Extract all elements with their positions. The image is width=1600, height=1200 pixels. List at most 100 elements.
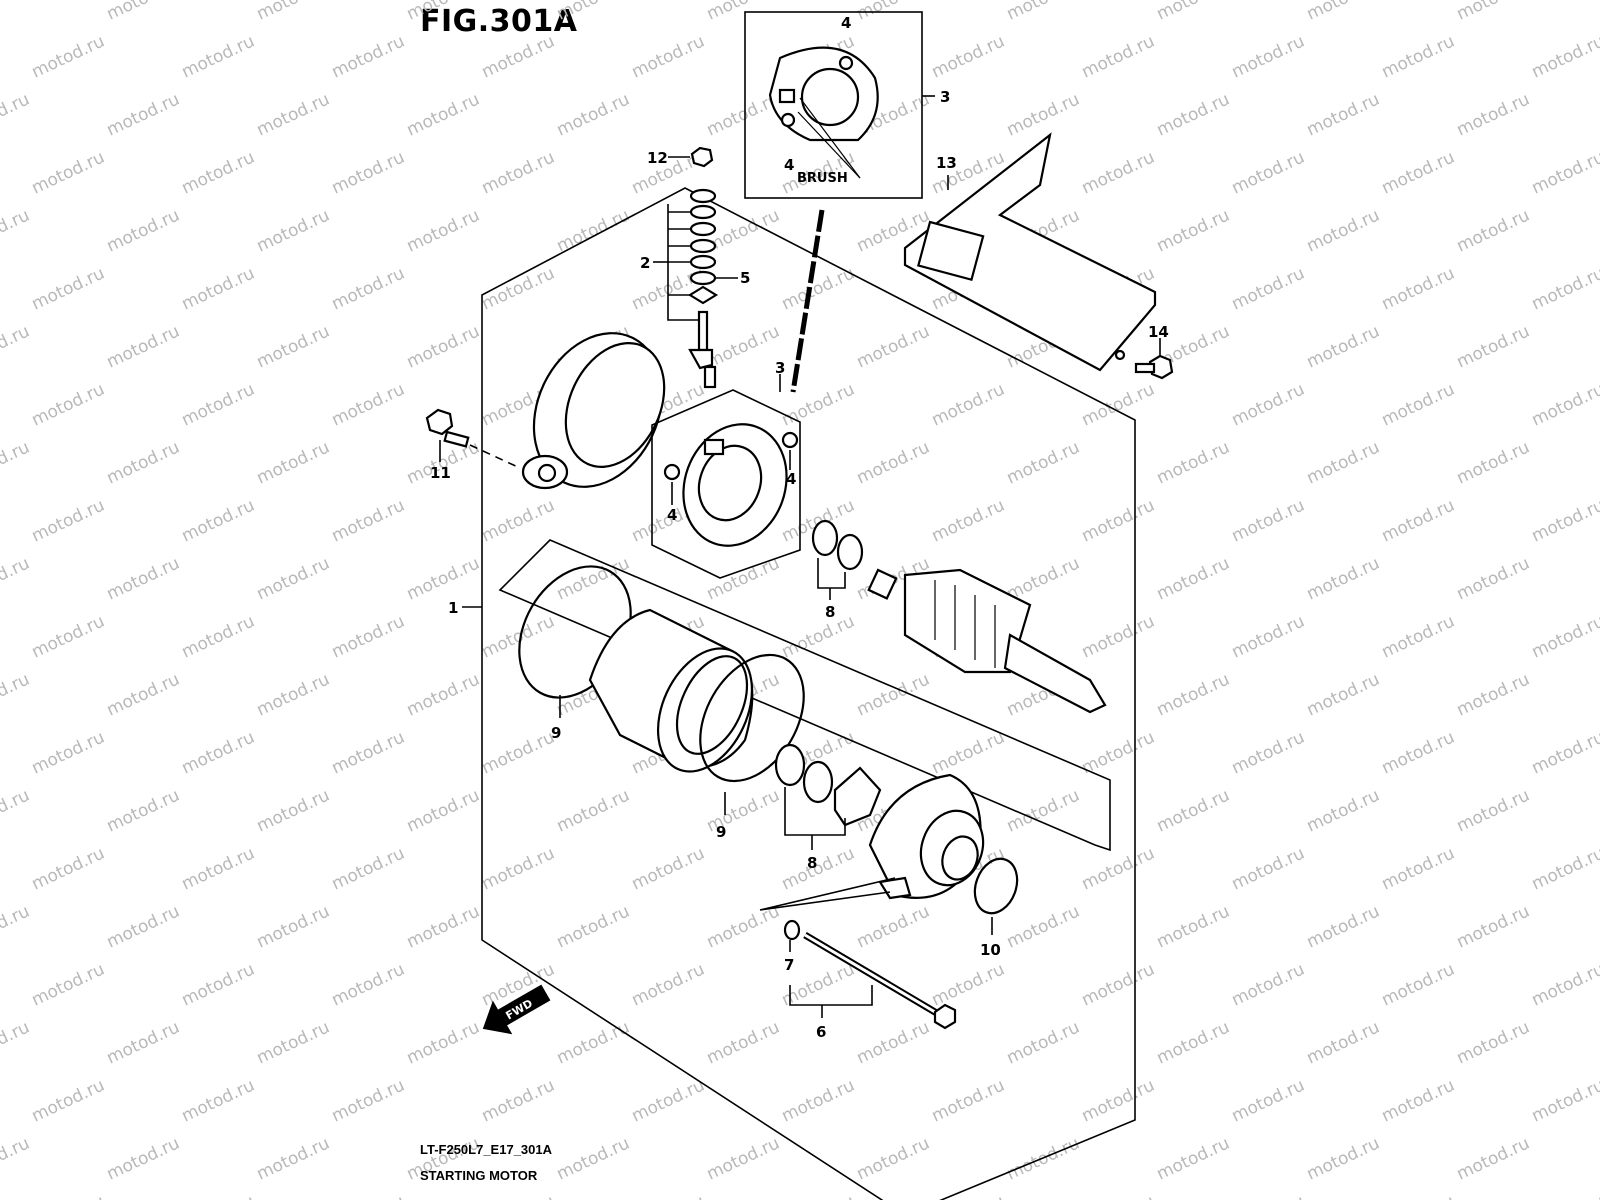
watermark-text: motod.ru bbox=[554, 785, 633, 836]
watermark-text: motod.ru bbox=[1229, 1075, 1308, 1126]
watermark-text: motod.ru bbox=[1004, 901, 1083, 952]
watermark-text: motod.ru bbox=[1004, 1133, 1083, 1184]
watermark-text: motod.ru bbox=[1079, 495, 1158, 546]
watermark-text: motod.ru bbox=[179, 1075, 258, 1126]
watermark-text: motod.ru bbox=[254, 89, 333, 140]
watermark-text: motod.ru bbox=[404, 321, 483, 372]
callout-2: 2 bbox=[640, 254, 650, 272]
end-cover bbox=[521, 332, 666, 490]
watermark-text: motod.ru bbox=[1529, 495, 1600, 546]
watermark-text: motod.ru bbox=[929, 31, 1008, 82]
motor-housing-bracket bbox=[498, 539, 1111, 852]
watermark-text: motod.ru bbox=[254, 437, 333, 488]
watermark-text: motod.ru bbox=[1004, 1017, 1083, 1068]
watermark-text: motod.ru bbox=[704, 1133, 783, 1184]
watermark-text: motod.ru bbox=[929, 959, 1008, 1010]
watermark-text: motod.ru bbox=[1454, 89, 1533, 140]
watermark-text: motod.ru bbox=[1379, 495, 1458, 546]
watermark-text: motod.ru bbox=[404, 553, 483, 604]
watermark-text: motod.ru bbox=[779, 379, 858, 430]
watermark-text: motod.ru bbox=[179, 727, 258, 778]
callout-10: 10 bbox=[980, 941, 1001, 959]
watermark-text: motod.ru bbox=[779, 1075, 858, 1126]
watermark-text: motod.ru bbox=[1454, 437, 1533, 488]
watermark-text: motod.ru bbox=[1304, 1133, 1383, 1184]
watermark-text: motod.ru bbox=[554, 0, 633, 25]
watermark-text: motod.ru bbox=[1379, 31, 1458, 82]
watermark-text: motod.ru bbox=[329, 959, 408, 1010]
watermark-text: motod.ru bbox=[1154, 901, 1233, 952]
watermark-text: motod.ru bbox=[479, 727, 558, 778]
watermark-text: motod.ru bbox=[1379, 843, 1458, 894]
watermark-text: motod.ru bbox=[0, 1133, 33, 1184]
watermark-text: motod.ru bbox=[404, 785, 483, 836]
figure-title: FIG.301A bbox=[420, 4, 578, 39]
yoke bbox=[588, 608, 754, 773]
watermark-text: motod.ru bbox=[479, 1075, 558, 1126]
watermark-text: motod.ru bbox=[1304, 1017, 1383, 1068]
watermark-text: motod.ru bbox=[1379, 727, 1458, 778]
callout-6: 6 bbox=[816, 1023, 826, 1041]
watermark-text: motod.ru bbox=[0, 205, 33, 256]
callout-4-plate-left: 4 bbox=[667, 506, 677, 524]
watermark-text: motod.ru bbox=[179, 1191, 258, 1200]
watermark-text: motod.ru bbox=[479, 843, 558, 894]
watermark-text: motod.ru bbox=[104, 205, 183, 256]
watermark-text: motod.ru bbox=[929, 727, 1008, 778]
watermark-text: motod.ru bbox=[404, 205, 483, 256]
watermark-text: motod.ru bbox=[29, 379, 108, 430]
watermark-text: motod.ru bbox=[1154, 553, 1233, 604]
watermark-text: motod.ru bbox=[479, 263, 558, 314]
watermark-text: motod.ru bbox=[404, 0, 483, 25]
watermark-text: motod.ru bbox=[254, 785, 333, 836]
armature bbox=[867, 568, 1107, 714]
watermark-text: motod.ru bbox=[254, 901, 333, 952]
watermark-text: motod.ru bbox=[779, 843, 858, 894]
watermark-text: motod.ru bbox=[1229, 611, 1308, 662]
watermark-text: motod.ru bbox=[1229, 147, 1308, 198]
watermark-text: motod.ru bbox=[1304, 669, 1383, 720]
watermark-text: motod.ru bbox=[329, 147, 408, 198]
watermark-text: motod.ru bbox=[1379, 1075, 1458, 1126]
watermark-text: motod.ru bbox=[1154, 0, 1233, 25]
watermark-text: motod.ru bbox=[329, 1075, 408, 1126]
watermark-text: motod.ru bbox=[1154, 205, 1233, 256]
watermark-text: motod.ru bbox=[1304, 553, 1383, 604]
washers-8-lower bbox=[774, 743, 882, 827]
callout-7: 7 bbox=[784, 956, 794, 974]
watermark-text: motod.ru bbox=[0, 437, 33, 488]
watermark-text: motod.ru bbox=[254, 0, 333, 25]
watermark-text: motod.ru bbox=[479, 495, 558, 546]
watermark-text: motod.ru bbox=[854, 437, 933, 488]
watermark-text: motod.ru bbox=[29, 31, 108, 82]
watermark-text: motod.ru bbox=[29, 1075, 108, 1126]
watermark-text: motod.ru bbox=[1154, 437, 1233, 488]
watermark-text: motod.ru bbox=[1304, 437, 1383, 488]
brush-plate bbox=[663, 423, 799, 547]
assembly-outline bbox=[481, 187, 1136, 1200]
watermark-text: motod.ru bbox=[29, 495, 108, 546]
callout-1: 1 bbox=[448, 599, 458, 617]
watermark-text: motod.ru bbox=[479, 147, 558, 198]
watermark-text: motod.ru bbox=[1529, 959, 1600, 1010]
watermark-text: motod.ru bbox=[0, 785, 33, 836]
watermark-text: motod.ru bbox=[704, 553, 783, 604]
callout-11: 11 bbox=[430, 464, 451, 482]
watermark-text: motod.ru bbox=[329, 727, 408, 778]
watermark-text: motod.ru bbox=[329, 611, 408, 662]
watermark-text: motod.ru bbox=[554, 1133, 633, 1184]
watermark-text: motod.ru bbox=[1529, 1191, 1600, 1200]
watermark-text: motod.ru bbox=[1304, 901, 1383, 952]
watermark-text: motod.ru bbox=[104, 901, 183, 952]
watermark-text: motod.ru bbox=[254, 205, 333, 256]
watermark-text: motod.ru bbox=[1454, 1133, 1533, 1184]
watermark-text: motod.ru bbox=[104, 785, 183, 836]
watermark-text: motod.ru bbox=[629, 1191, 708, 1200]
watermark-text: motod.ru bbox=[1154, 1017, 1233, 1068]
watermark-text: motod.ru bbox=[629, 1075, 708, 1126]
watermark-text: motod.ru bbox=[404, 1017, 483, 1068]
watermark-text: motod.ru bbox=[854, 669, 933, 720]
watermark-text: motod.ru bbox=[1454, 553, 1533, 604]
watermark-text: motod.ru bbox=[104, 669, 183, 720]
watermark-text: motod.ru bbox=[329, 379, 408, 430]
